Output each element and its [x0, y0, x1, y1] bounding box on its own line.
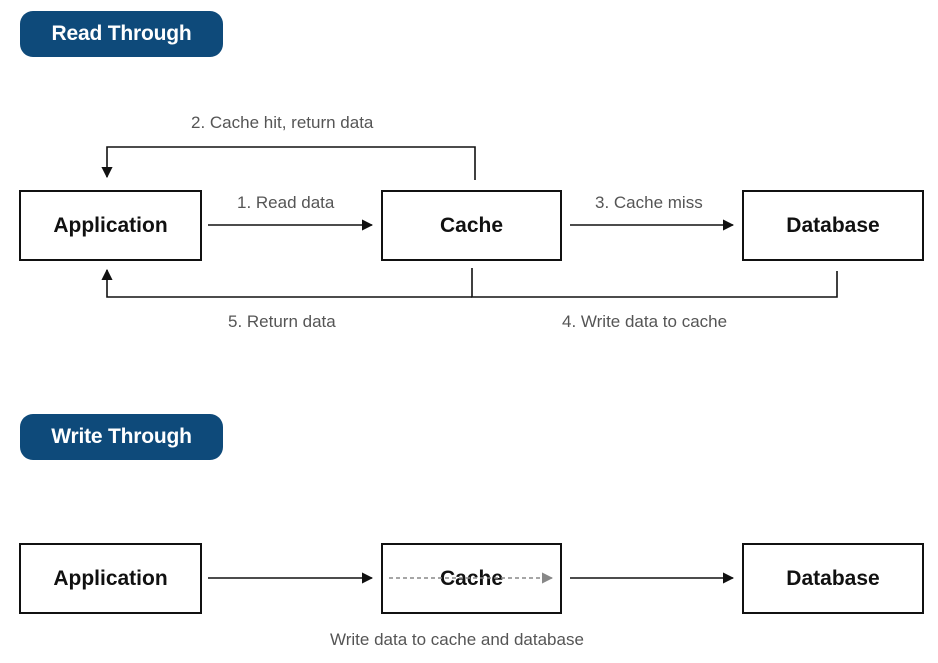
read-through-title: Read Through: [20, 11, 223, 57]
rt-label-cache-miss: 3. Cache miss: [595, 193, 703, 212]
rt-arrow-return-data: [101, 268, 472, 298]
wt-caption: Write data to cache and database: [330, 630, 584, 649]
rt-label-cache-hit: 2. Cache hit, return data: [191, 113, 374, 132]
wt-database-label: Database: [786, 566, 880, 590]
rt-label-read-data: 1. Read data: [237, 193, 335, 212]
rt-database-node: Database: [742, 190, 924, 261]
rt-label-return-data: 5. Return data: [228, 312, 336, 331]
rt-label-write-to-cache: 4. Write data to cache: [562, 312, 728, 331]
rt-application-label: Application: [53, 213, 168, 237]
wt-database-node: Database: [742, 543, 924, 614]
rt-cache-label: Cache: [439, 213, 504, 237]
rt-line-write-to-cache: [471, 268, 838, 298]
wt-cache-label: Cache: [439, 566, 504, 590]
rt-database-label: Database: [786, 213, 880, 237]
wt-application-node: Application: [19, 543, 202, 614]
rt-cache-node: Cache: [381, 190, 562, 261]
rt-arrow-cache-hit: [101, 146, 476, 180]
wt-application-label: Application: [53, 566, 168, 590]
rt-application-node: Application: [19, 190, 202, 261]
write-through-title: Write Through: [20, 414, 223, 460]
